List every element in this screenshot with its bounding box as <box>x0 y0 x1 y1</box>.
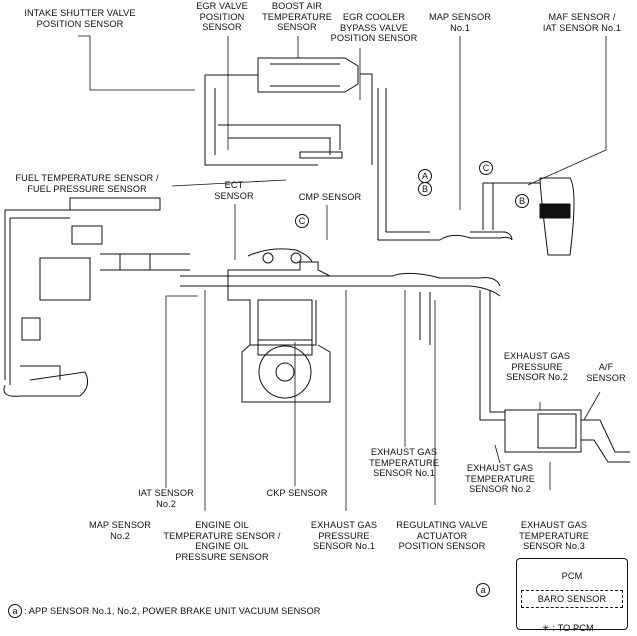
label-boost-air-sensor: BOOST AIR TEMPERATURE SENSOR <box>262 1 332 32</box>
baro-sensor-label: BARO SENSOR <box>537 594 607 604</box>
label-iat-sensor-2: IAT SENSOR No.2 <box>138 488 194 509</box>
label-map-sensor-2: MAP SENSOR No.2 <box>88 520 152 541</box>
label-ect-sensor: ECT SENSOR <box>214 180 254 201</box>
label-cmp-sensor: CMP SENSOR <box>298 192 362 202</box>
label-exhaust-temp-1: EXHAUST GAS TEMPERATURE SENSOR No.1 <box>369 447 439 478</box>
footnote-to-pcm: ✳ : TO PCM <box>542 623 594 633</box>
engine-block <box>180 248 501 403</box>
marker-a-pcm: a <box>476 583 490 597</box>
label-map-sensor-1: MAP SENSOR No.1 <box>428 12 492 33</box>
marker-B: B <box>418 182 432 196</box>
baro-sensor-box: BARO SENSOR <box>521 590 623 608</box>
label-exhaust-pressure-1: EXHAUST GAS PRESSURE SENSOR No.1 <box>310 520 378 551</box>
pcm-box: PCM <box>516 558 628 630</box>
label-fuel-temp-sensor: FUEL TEMPERATURE SENSOR / FUEL PRESSURE … <box>15 173 159 194</box>
pcm-title: PCM <box>561 571 583 581</box>
label-exhaust-temp-2: EXHAUST GAS TEMPERATURE SENSOR No.2 <box>465 463 535 494</box>
label-ckp-sensor: CKP SENSOR <box>266 488 328 498</box>
label-egr-cooler-sensor: EGR COOLER BYPASS VALVE POSITION SENSOR <box>330 12 418 43</box>
label-exhaust-pressure-2: EXHAUST GAS PRESSURE SENSOR No.2 <box>503 351 571 382</box>
fuel-system <box>3 197 190 397</box>
label-maf-iat-sensor: MAF SENSOR / IAT SENSOR No.1 <box>542 12 622 33</box>
label-intake-shutter-sensor: INTAKE SHUTTER VALVE POSITION SENSOR <box>24 8 136 29</box>
label-exhaust-temp-3: EXHAUST GAS TEMPERATURE SENSOR No.3 <box>519 520 589 551</box>
label-egr-valve-sensor: EGR VALVE POSITION SENSOR <box>196 1 248 32</box>
marker-B-maf: B <box>515 194 529 208</box>
exhaust-system <box>419 290 630 463</box>
marker-a-footnote: a <box>8 604 22 618</box>
intake-piping <box>204 57 575 256</box>
label-af-sensor: A/F SENSOR <box>586 362 626 383</box>
label-regulating-valve-sensor: REGULATING VALVE ACTUATOR POSITION SENSO… <box>396 520 488 551</box>
footnote-a: : APP SENSOR No.1, No.2, POWER BRAKE UNI… <box>24 606 321 616</box>
sensor-leaders <box>78 35 607 511</box>
marker-C-cmp: C <box>295 214 309 228</box>
marker-C-top: C <box>479 161 493 175</box>
marker-A: A <box>418 169 432 183</box>
label-engine-oil-sensor: ENGINE OIL TEMPERATURE SENSOR / ENGINE O… <box>163 520 281 562</box>
